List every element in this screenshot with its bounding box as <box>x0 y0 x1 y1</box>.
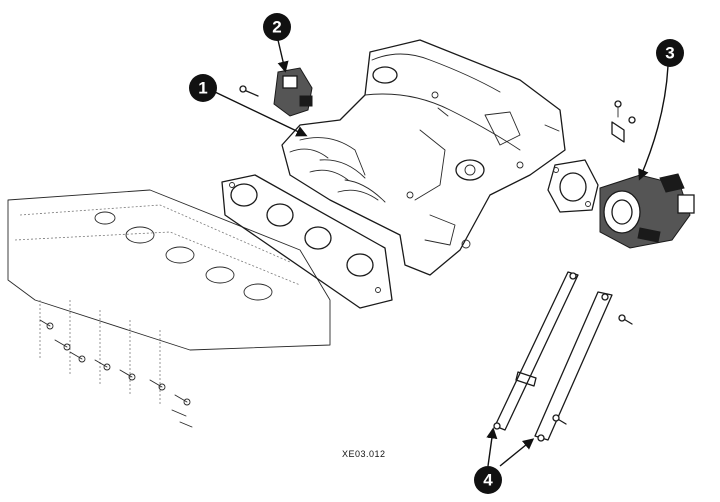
figure-code: XE03.012 <box>342 449 386 459</box>
leader-lines <box>214 39 669 467</box>
callout-3-label: 3 <box>665 44 674 63</box>
callout-2-label: 2 <box>272 18 281 37</box>
throttle-body <box>599 100 695 249</box>
head-bolts <box>39 319 193 428</box>
intake-manifold <box>281 39 566 276</box>
callout-1-label: 1 <box>198 79 207 98</box>
idle-control-valve <box>239 67 313 117</box>
callout-1: 1 <box>189 74 217 102</box>
callout-4-label: 4 <box>483 471 493 490</box>
head-port-rings <box>94 211 273 301</box>
callout-3: 3 <box>656 39 684 67</box>
support-brackets <box>493 271 633 442</box>
callout-4: 4 <box>474 466 502 494</box>
cylinder-head <box>7 189 331 428</box>
manifold-gasket <box>221 174 393 309</box>
throttle-gasket <box>547 159 599 213</box>
callout-2: 2 <box>263 13 291 41</box>
